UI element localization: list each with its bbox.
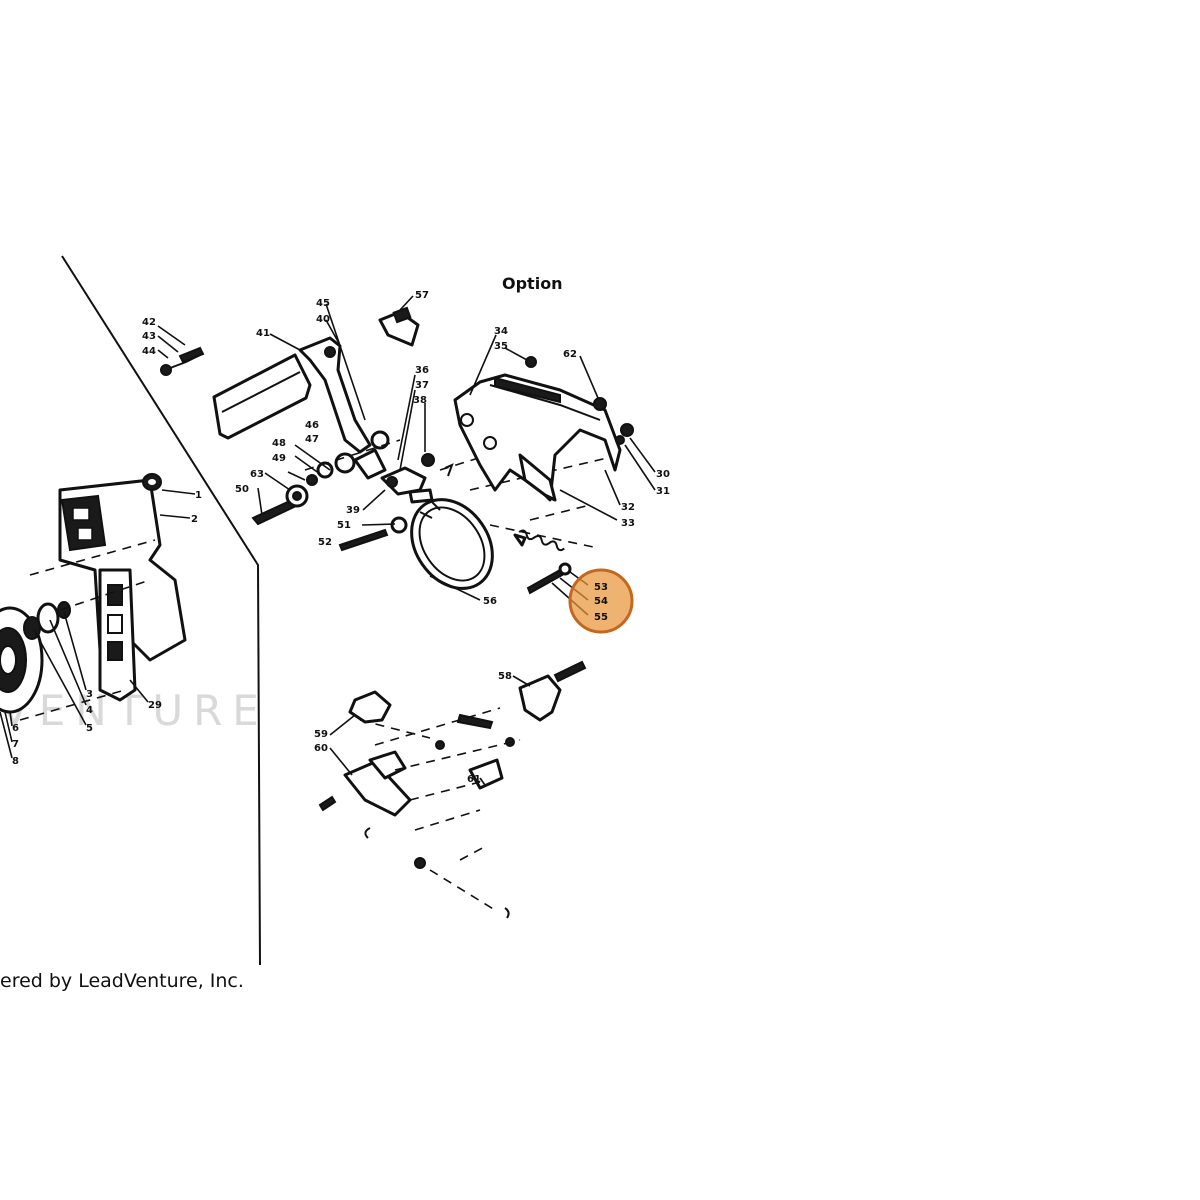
callout-labels: 1 2 3 4 5 6 7 8 29 30 31 32 33 34 35 36 … [12, 290, 670, 785]
callout-label-highlighted: 54 [594, 596, 608, 607]
callout-label: 31 [656, 486, 670, 497]
callout-label: 8 [12, 756, 19, 767]
callout-label: 30 [656, 469, 670, 480]
callout-label: 37 [415, 380, 429, 391]
callout-label: 38 [413, 395, 427, 406]
callout-label: 58 [498, 671, 512, 682]
brake-band [410, 498, 494, 590]
callout-label: 6 [12, 723, 19, 734]
callout-label: 59 [314, 729, 328, 740]
callout-label-highlighted: 55 [594, 612, 608, 623]
callout-label: 39 [346, 505, 360, 516]
callout-label: 33 [621, 518, 635, 529]
callout-label: 48 [272, 438, 286, 449]
callout-label: 49 [272, 453, 286, 464]
callout-label: 60 [314, 743, 328, 754]
callout-label: 32 [621, 502, 635, 513]
callout-label: 44 [142, 346, 156, 357]
callout-label: 42 [142, 317, 156, 328]
callout-label: 41 [256, 328, 270, 339]
credit-text: ered by LeadVenture, Inc. [0, 970, 244, 992]
callout-label: 50 [235, 484, 249, 495]
callout-label: 35 [494, 341, 508, 352]
callout-label: 51 [337, 520, 351, 531]
callout-label: 36 [415, 365, 429, 376]
callout-label: 40 [316, 314, 330, 325]
callout-label: 4 [86, 705, 93, 716]
callout-label: 3 [86, 689, 93, 700]
callout-label: 62 [563, 349, 577, 360]
callout-label: 5 [86, 723, 93, 734]
brake-handle-assembly [160, 306, 454, 552]
callout-label: 56 [483, 596, 497, 607]
callout-label: 29 [148, 700, 162, 711]
callout-label: 45 [316, 298, 330, 309]
callout-label: 7 [12, 739, 19, 750]
callout-label: 34 [494, 326, 508, 337]
callout-label: 52 [318, 537, 332, 548]
spring-set [513, 529, 572, 595]
highlight-marker [568, 568, 634, 634]
callout-label: 61 [467, 774, 481, 785]
callout-label-highlighted: 53 [594, 582, 608, 593]
callout-label: 46 [305, 420, 319, 431]
chain-guard-cover [453, 356, 634, 502]
starter-housing-assembly [0, 473, 187, 714]
option-title: Option [502, 274, 563, 293]
watermark-text: VENTURE [0, 686, 269, 735]
callout-label: 43 [142, 331, 156, 342]
callout-label: 47 [305, 434, 319, 445]
callout-label: 2 [191, 514, 198, 525]
callout-label: 57 [415, 290, 429, 301]
callout-label: 1 [195, 490, 202, 501]
lower-option-assembly [318, 660, 587, 919]
section-divider-line [61, 255, 261, 966]
callout-label: 63 [250, 469, 264, 480]
